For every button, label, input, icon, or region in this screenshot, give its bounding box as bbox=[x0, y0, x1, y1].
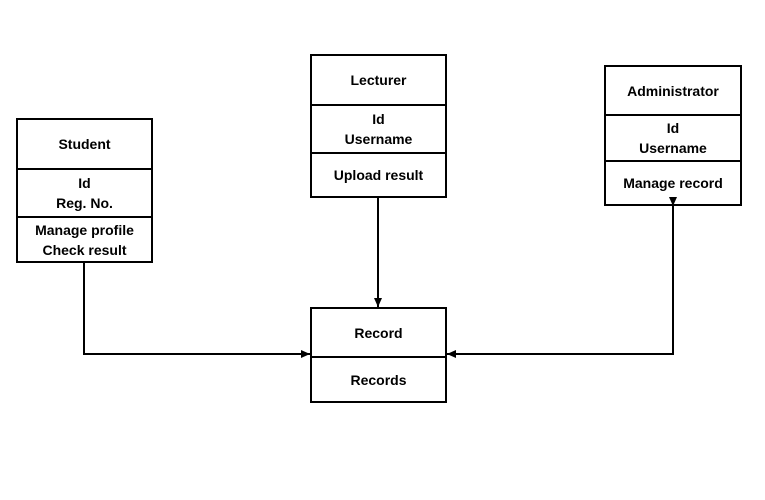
lecturer-methods: Upload result bbox=[312, 152, 445, 196]
administrator-attribute-id: Id bbox=[666, 120, 680, 136]
student-name: Student bbox=[18, 120, 151, 168]
lecturer-method-upload-result: Upload result bbox=[333, 167, 424, 183]
administrator-title: Administrator bbox=[627, 82, 719, 99]
lecturer-attribute-username: Username bbox=[344, 131, 413, 147]
record-attribute-records: Records bbox=[350, 371, 407, 388]
student-attribute-reg-no: Reg. No. bbox=[56, 195, 113, 211]
administrator-method-manage-record: Manage record bbox=[623, 175, 723, 191]
record-class: Record Records bbox=[310, 307, 447, 403]
student-method-manage-profile: Manage profile bbox=[35, 221, 134, 238]
record-name: Record bbox=[312, 309, 445, 356]
student-method-check-result: Check result bbox=[42, 241, 127, 258]
administrator-name: Administrator bbox=[606, 67, 740, 114]
administrator-class: Administrator Id Username Manage record bbox=[604, 65, 742, 206]
student-methods: Manage profile Check result bbox=[18, 216, 151, 261]
lecturer-class: Lecturer Id Username Upload result bbox=[310, 54, 447, 198]
lecturer-name: Lecturer bbox=[312, 56, 445, 104]
lecturer-title: Lecturer bbox=[350, 72, 407, 88]
record-title: Record bbox=[354, 324, 403, 341]
student-attribute-id: Id bbox=[78, 175, 91, 191]
administrator-attribute-username: Username bbox=[639, 140, 707, 156]
administrator-attributes: Id Username bbox=[606, 114, 740, 160]
administrator-methods: Manage record bbox=[606, 160, 740, 204]
record-attributes: Records bbox=[312, 356, 445, 401]
lecturer-attribute-id: Id bbox=[372, 111, 385, 127]
administrator-record-bidirectional-arrow bbox=[447, 197, 677, 358]
student-title: Student bbox=[58, 136, 111, 152]
lecturer-attributes: Id Username bbox=[312, 104, 445, 152]
student-class: Student Id Reg. No. Manage profile Check… bbox=[16, 118, 153, 263]
student-attributes: Id Reg. No. bbox=[18, 168, 151, 216]
student-to-record-arrow bbox=[83, 263, 310, 358]
